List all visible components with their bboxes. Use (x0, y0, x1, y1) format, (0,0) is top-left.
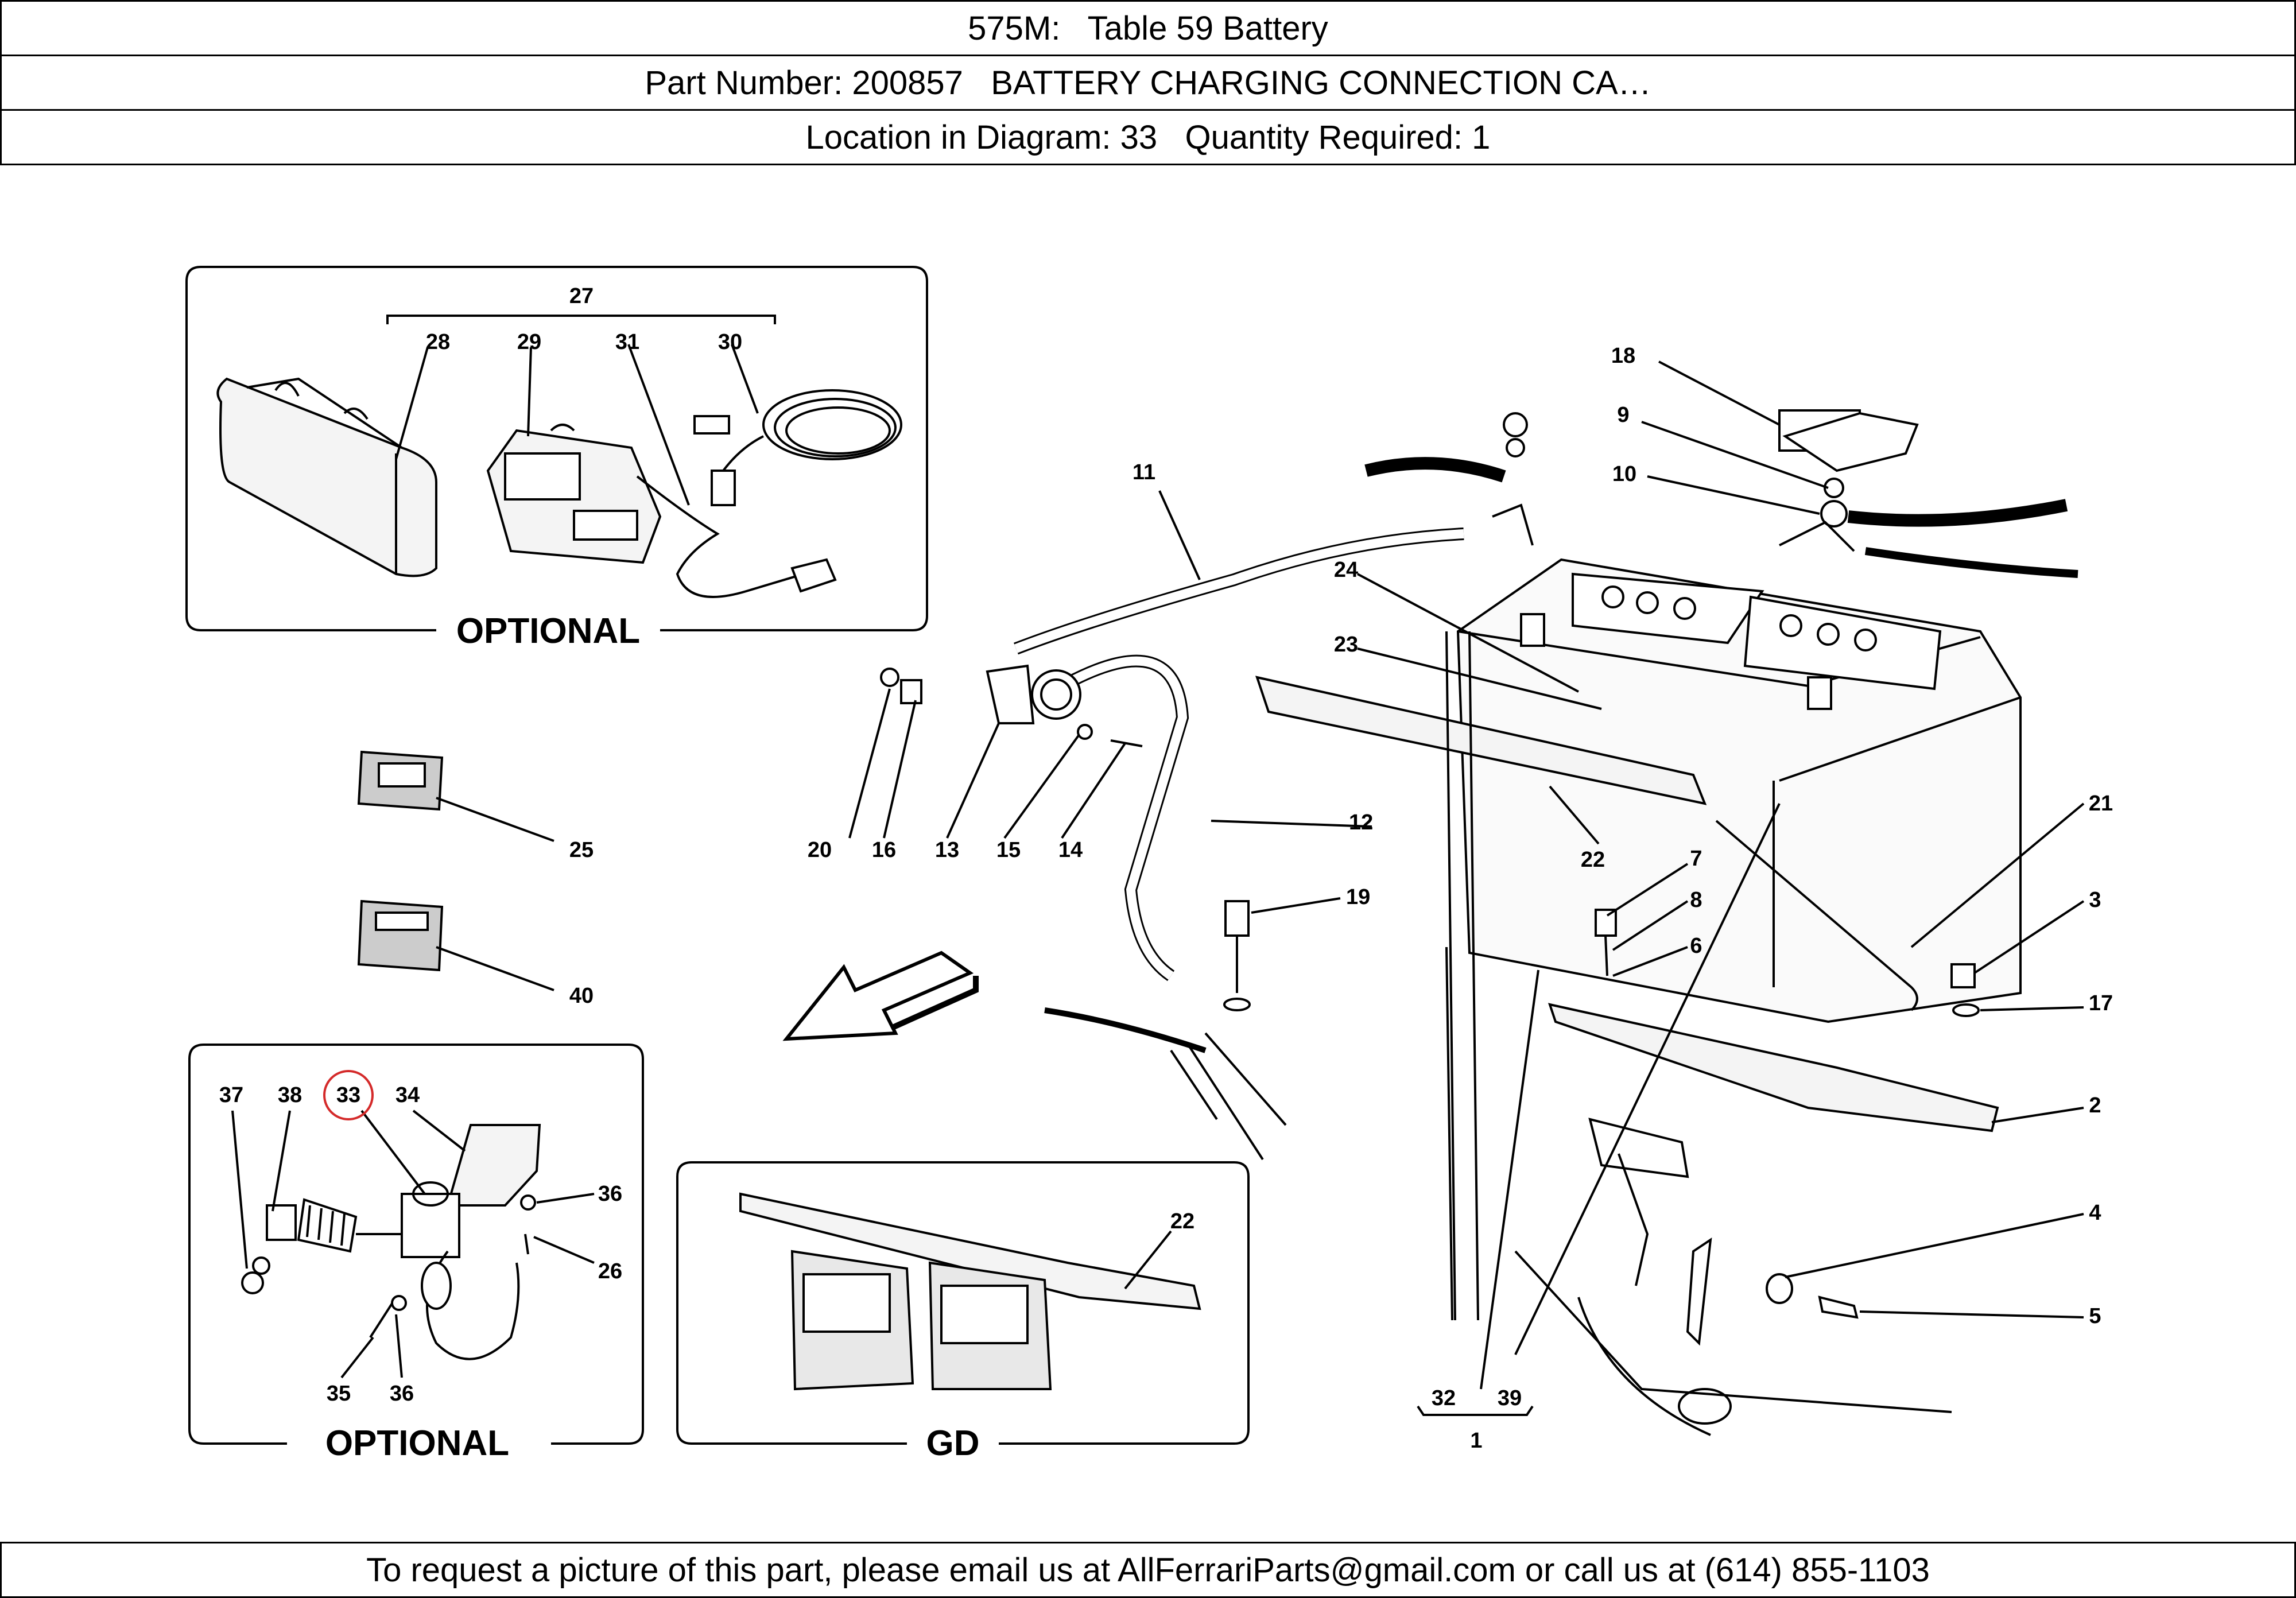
direction-arrow (782, 951, 979, 1041)
callout-11[interactable]: 11 (1133, 460, 1155, 484)
charger-bag-drawing (216, 377, 437, 577)
location-quantity-line: Location in Diagram: 33 Quantity Require… (0, 109, 2296, 165)
callout-3[interactable]: 3 (2089, 888, 2101, 912)
callout-4[interactable]: 4 (2089, 1201, 2101, 1225)
callout-31[interactable]: 31 (615, 330, 639, 354)
callout-32[interactable]: 32 (1432, 1386, 1456, 1410)
callout-13[interactable]: 13 (935, 838, 959, 862)
optional-label-bottom: OPTIONAL (325, 1424, 509, 1463)
optional-kit-box-top: OPTIONAL (185, 266, 928, 651)
callout-36-bottom[interactable]: 36 (390, 1382, 414, 1406)
callout-27[interactable]: 27 (569, 284, 594, 308)
callout-1[interactable]: 1 (1470, 1429, 1482, 1453)
callout-35[interactable]: 35 (327, 1382, 351, 1406)
main-battery-assembly: 11 12 20 16 13 15 14 19 24 23 22 18 9 10… (808, 344, 2113, 1453)
callout-30[interactable]: 30 (718, 330, 742, 354)
callout-24[interactable]: 24 (1334, 558, 1358, 582)
callout-7[interactable]: 7 (1690, 847, 1702, 871)
callout-16[interactable]: 16 (872, 838, 896, 862)
callout-21[interactable]: 21 (2089, 792, 2113, 816)
callout-39[interactable]: 39 (1498, 1386, 1522, 1410)
parts-diagram: OPTIONAL (0, 165, 2296, 1543)
callout-9[interactable]: 9 (1617, 403, 1629, 427)
callout-6[interactable]: 6 (1690, 934, 1702, 958)
callout-34[interactable]: 34 (395, 1083, 420, 1107)
callout-17[interactable]: 17 (2089, 991, 2113, 1015)
callout-19[interactable]: 19 (1346, 885, 1370, 909)
callout-22-gd[interactable]: 22 (1170, 1209, 1194, 1234)
optional-label-top: OPTIONAL (456, 611, 640, 651)
callout-14[interactable]: 14 (1058, 838, 1083, 862)
part-number-line: Part Number: 200857 BATTERY CHARGING CON… (0, 55, 2296, 111)
gd-version-box: GD 22 (676, 1161, 1250, 1463)
callout-26[interactable]: 26 (598, 1259, 622, 1283)
callout-40[interactable]: 40 (569, 984, 594, 1008)
callout-2[interactable]: 2 (2089, 1093, 2101, 1118)
callout-20[interactable]: 20 (808, 838, 832, 862)
callout-5[interactable]: 5 (2089, 1304, 2101, 1328)
callout-15[interactable]: 15 (996, 838, 1021, 862)
callout-36-top[interactable]: 36 (598, 1182, 622, 1206)
gd-label: GD (926, 1424, 980, 1463)
callout-28[interactable]: 28 (426, 330, 450, 354)
callout-12[interactable]: 12 (1349, 810, 1373, 835)
callout-18[interactable]: 18 (1611, 344, 1635, 368)
callout-25[interactable]: 25 (569, 838, 594, 862)
callout-37[interactable]: 37 (219, 1083, 243, 1107)
page-title: 575M: Table 59 Battery (0, 0, 2296, 56)
battery-charger-drawing (486, 424, 662, 564)
contact-footer: To request a picture of this part, pleas… (0, 1542, 2296, 1598)
callout-33[interactable]: 33 (336, 1083, 360, 1107)
optional-kit-box-bottom: OPTIONAL 37 38 33 34 36 26 (188, 1044, 644, 1463)
warning-labels: 25 40 (357, 750, 594, 1008)
callout-23[interactable]: 23 (1334, 633, 1358, 657)
charger-cable-drawing (636, 475, 837, 598)
callout-38[interactable]: 38 (278, 1083, 302, 1107)
callout-29[interactable]: 29 (517, 330, 541, 354)
coiled-cable-drawing (693, 389, 902, 506)
highlight-ring-33 (323, 1070, 374, 1120)
callout-8[interactable]: 8 (1690, 888, 1702, 912)
callout-10[interactable]: 10 (1612, 462, 1636, 486)
callout-22[interactable]: 22 (1581, 848, 1605, 872)
